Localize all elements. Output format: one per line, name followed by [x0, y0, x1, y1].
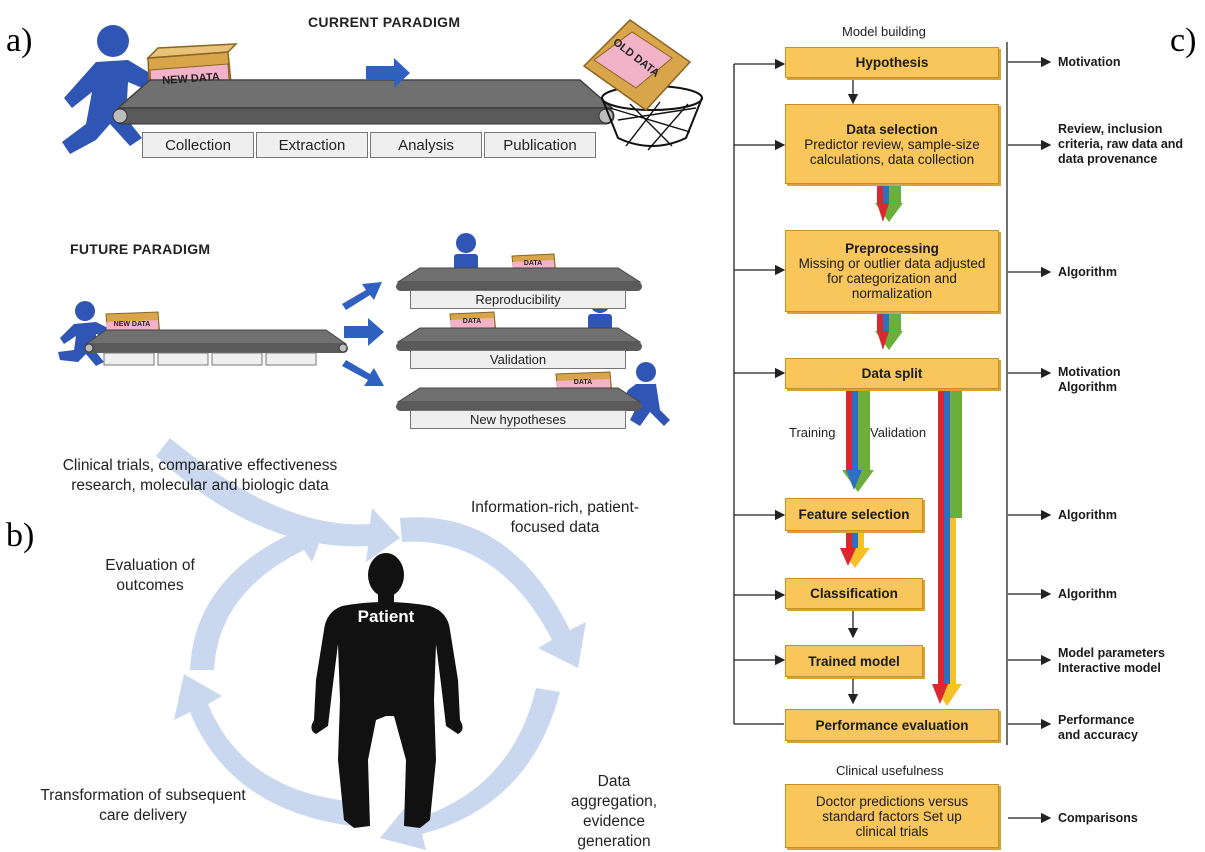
output-algorithm-feature: Algorithm [1058, 508, 1118, 522]
output-algorithm-classification: Algorithm [1058, 587, 1118, 601]
stage-publication: Publication [484, 132, 596, 158]
patient-silhouette [311, 553, 463, 828]
feature-selection-title: Feature selection [798, 507, 910, 522]
branch-arrow-up [342, 282, 382, 310]
clinical-usefulness-label: Clinical usefulness [836, 763, 944, 778]
cycle-step-evaluation: Evaluation of outcomes [105, 557, 195, 594]
validation-label: Validation [870, 425, 927, 440]
preprocessing-body: Missing or outlier data adjusted for cat… [798, 256, 986, 301]
hypothesis-title: Hypothesis [855, 55, 929, 70]
data-selection-title: Data selection [846, 121, 938, 137]
feature-stream [840, 532, 870, 568]
output-algorithm-preprocessing: Algorithm [1058, 265, 1118, 279]
stage-collection: Collection [142, 132, 254, 158]
preprocessing-title: Preprocessing [845, 241, 939, 256]
patient-label: Patient [357, 607, 415, 626]
current-paradigm-title: CURRENT PARADIGM [308, 14, 461, 30]
output-model-parameters: Model parameters Interactive model [1058, 646, 1165, 675]
cycle-step-transformation: Transformation of subsequent care delive… [40, 787, 246, 824]
training-label: Training [789, 425, 836, 440]
cycle-step-trials: Clinical trials, comparative effectivene… [62, 457, 338, 494]
preprocessing-box: Preprocessing Missing or outlier data ad… [785, 230, 999, 312]
reproducibility-belt [396, 233, 642, 291]
stage-analysis: Analysis [370, 132, 482, 158]
output-split: Motivation Algorithm [1058, 365, 1121, 394]
paradigm-illustration [58, 19, 703, 426]
validation-stream [932, 390, 962, 706]
branch-arrow-middle [344, 318, 384, 346]
data-label-3: DATA [573, 379, 593, 386]
panel-b-label: b) [6, 517, 35, 554]
belt-direction-arrow [366, 58, 410, 88]
new-hypotheses-belt [396, 362, 670, 426]
stage-extraction: Extraction [256, 132, 368, 158]
care-cycle-diagram [156, 438, 586, 850]
cycle-arrows [156, 438, 586, 850]
data-stream-1 [875, 185, 903, 222]
future-paradigm-title: FUTURE PARADIGM [70, 241, 211, 257]
data-label-1: DATA [523, 260, 543, 267]
trained-model-title: Trained model [808, 653, 900, 669]
future-conveyor-belt [84, 329, 348, 366]
panel-c-label: c) [1170, 22, 1197, 59]
data-selection-body: Predictor review, sample-size calculatio… [804, 136, 980, 167]
trained-model-box: Trained model [785, 645, 923, 677]
branch-reproducibility: Reproducibility [410, 290, 626, 309]
output-review: Review, inclusion criteria, raw data and… [1058, 122, 1184, 166]
clinical-body: Doctor predictions versus standard facto… [815, 793, 969, 839]
output-comparisons: Comparisons [1058, 811, 1138, 825]
workflow-connectors [733, 42, 1052, 824]
data-split-box: Data split [785, 358, 999, 389]
output-motivation: Motivation [1058, 55, 1121, 69]
classification-box: Classification [785, 578, 923, 609]
main-conveyor-belt [112, 79, 615, 125]
future-worker-figure [58, 301, 112, 366]
branch-validation: Validation [410, 350, 626, 369]
data-selection-box: Data selection Predictor review, sample-… [785, 104, 999, 184]
feature-selection-box: Feature selection [785, 498, 923, 531]
hypothesis-box: Hypothesis [785, 47, 999, 78]
data-split-title: Data split [861, 366, 923, 381]
branch-arrow-down [342, 360, 384, 386]
classification-title: Classification [810, 586, 898, 601]
performance-evaluation-title: Performance evaluation [815, 717, 969, 733]
worker-figure [62, 25, 158, 154]
old-data-box [582, 19, 692, 111]
future-new-data-label: NEW DATA [113, 321, 151, 328]
training-stream [842, 390, 874, 492]
performance-evaluation-box: Performance evaluation [785, 709, 999, 741]
clinical-box: Doctor predictions versus standard facto… [785, 784, 999, 848]
data-stream-2 [875, 313, 903, 350]
panel-a-label: a) [6, 22, 33, 59]
output-performance: Performance and accuracy [1058, 713, 1138, 742]
model-building-label: Model building [842, 24, 926, 39]
data-label-2: DATA [462, 318, 482, 325]
branch-new-hypotheses: New hypotheses [410, 410, 626, 429]
cycle-step-information: Information-rich, patient-focused data [471, 499, 639, 536]
cycle-step-aggregation: Data aggregation, evidence generation [570, 773, 658, 850]
